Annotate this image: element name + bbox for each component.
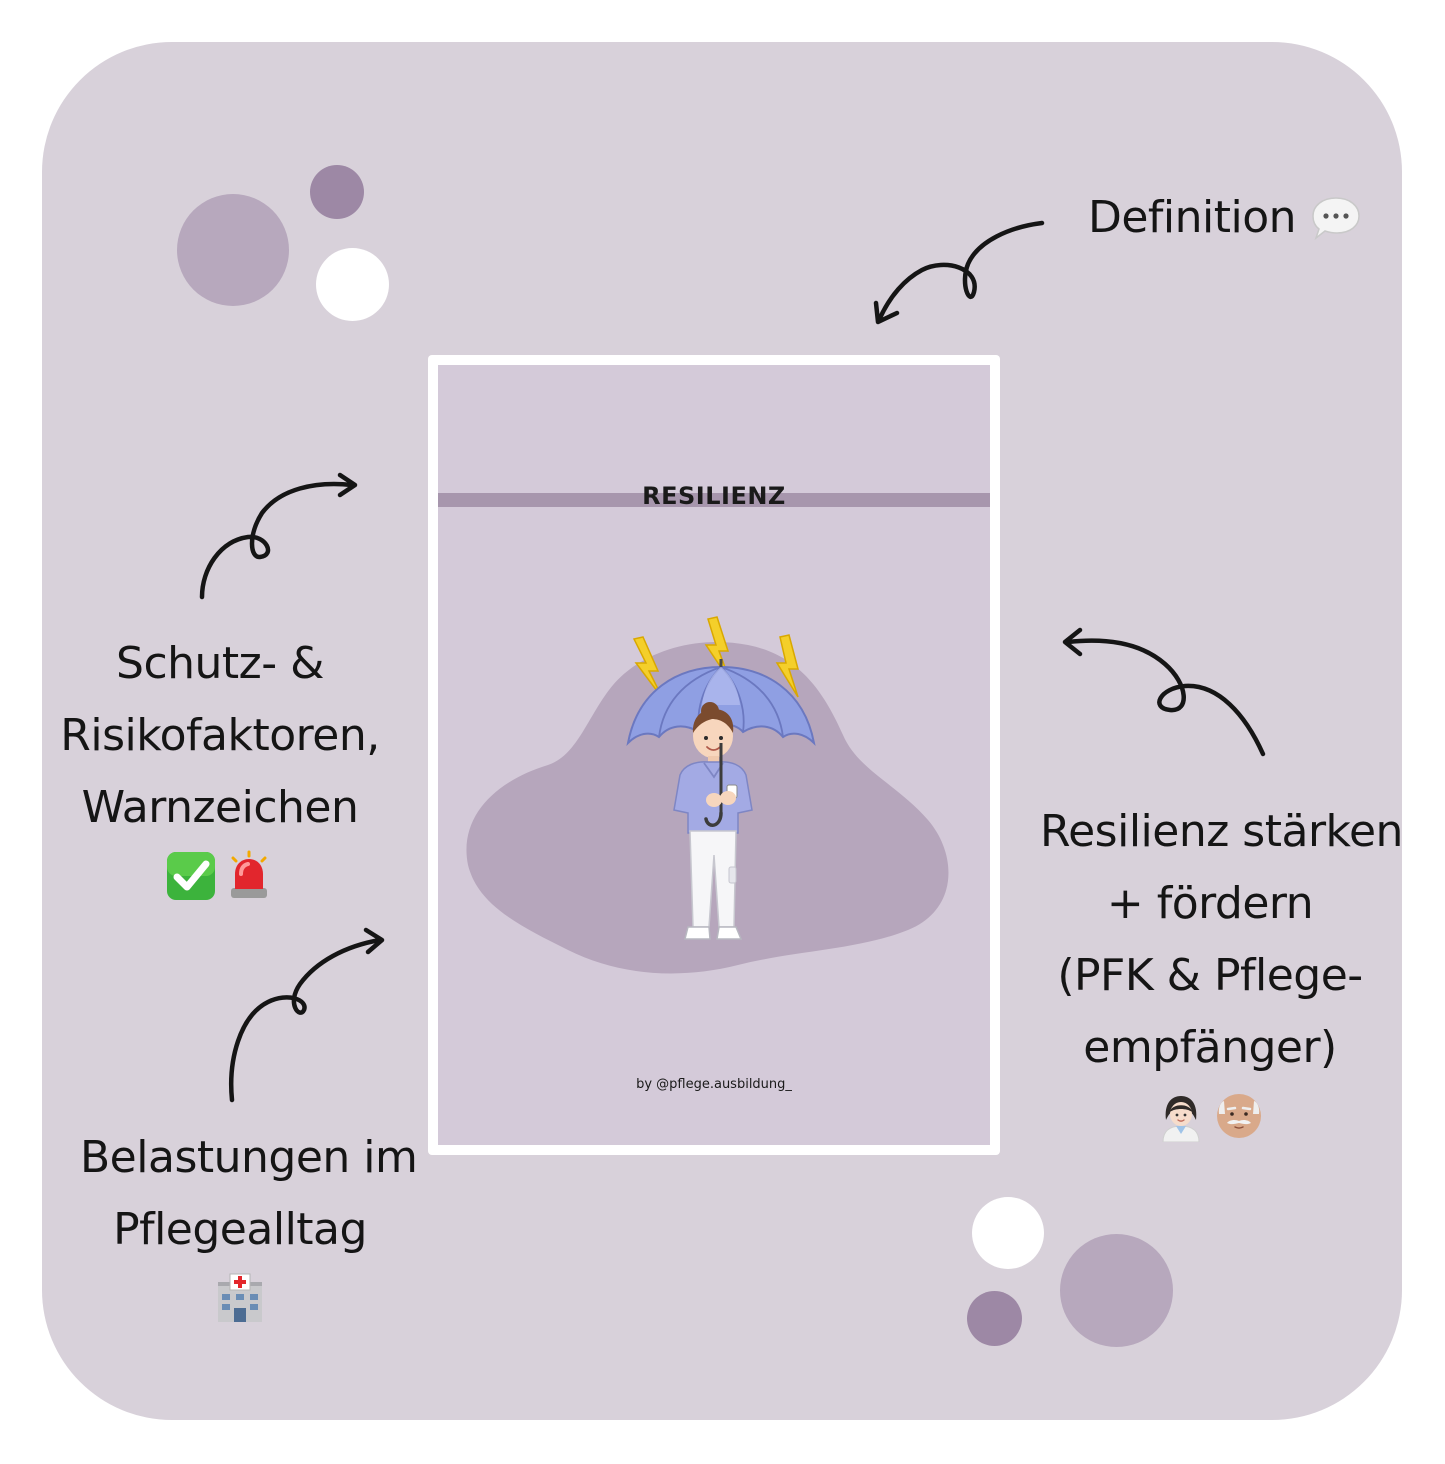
belastungen-line-1: Belastungen im [80, 1132, 418, 1183]
belastungen-label: Belastungen im Pflegealltag [80, 1122, 418, 1324]
staerken-line-4: empfänger) [1083, 1022, 1337, 1073]
definition-label: Definition [1080, 182, 1370, 254]
schutz-line-3: Warnzeichen [81, 782, 359, 833]
poster-title: RESILIENZ [642, 482, 786, 510]
hospital-icon [218, 1273, 262, 1322]
poster-frame: RESILIENZ [428, 355, 1000, 1155]
arrow-from-schutz [199, 472, 358, 600]
schutz-risiko-label: Schutz- & Risikofaktoren, Warnzeichen [60, 628, 380, 902]
poster-page: RESILIENZ [438, 365, 990, 1145]
nurse-face [693, 714, 733, 758]
arrow-to-definition [873, 220, 1045, 325]
siren-light-icon [231, 850, 267, 898]
staerken-line-1: Resilienz stärken [1040, 806, 1403, 857]
lightning-icon [632, 636, 664, 700]
arrow-from-staerken [1062, 627, 1266, 757]
decor-dot-white [972, 1197, 1044, 1269]
lightning-icon [704, 616, 731, 682]
poster-title-band [438, 493, 990, 507]
speech-bubble-icon [1312, 197, 1360, 241]
schutz-line-1: Schutz- & [116, 638, 324, 689]
belastungen-line-2: Pflegealltag [113, 1204, 367, 1255]
health-worker-icon [1162, 1096, 1200, 1142]
staerken-line-2: + fördern [1106, 878, 1314, 929]
older-man-icon [1217, 1094, 1261, 1138]
decor-dot-small [967, 1291, 1022, 1346]
arrow-from-belastungen [229, 927, 385, 1103]
staerken-line-3: (PFK & Pflege- [1057, 950, 1363, 1001]
definition-text: Definition [1087, 192, 1297, 243]
decor-dot-white [316, 248, 389, 321]
schutz-line-2: Risikofaktoren, [60, 710, 380, 761]
decor-dot-large [177, 194, 289, 306]
lightning-icon [775, 634, 799, 698]
resilienz-staerken-label: Resilienz stärken + fördern (PFK & Pfleg… [1040, 796, 1403, 1142]
check-mark-icon [167, 852, 215, 900]
poster-credit: by @pflege.ausbildung_ [636, 1077, 792, 1092]
nurse-umbrella-illustration [466, 616, 949, 974]
decor-dot-large [1060, 1234, 1173, 1347]
decor-dot-small [310, 165, 364, 219]
